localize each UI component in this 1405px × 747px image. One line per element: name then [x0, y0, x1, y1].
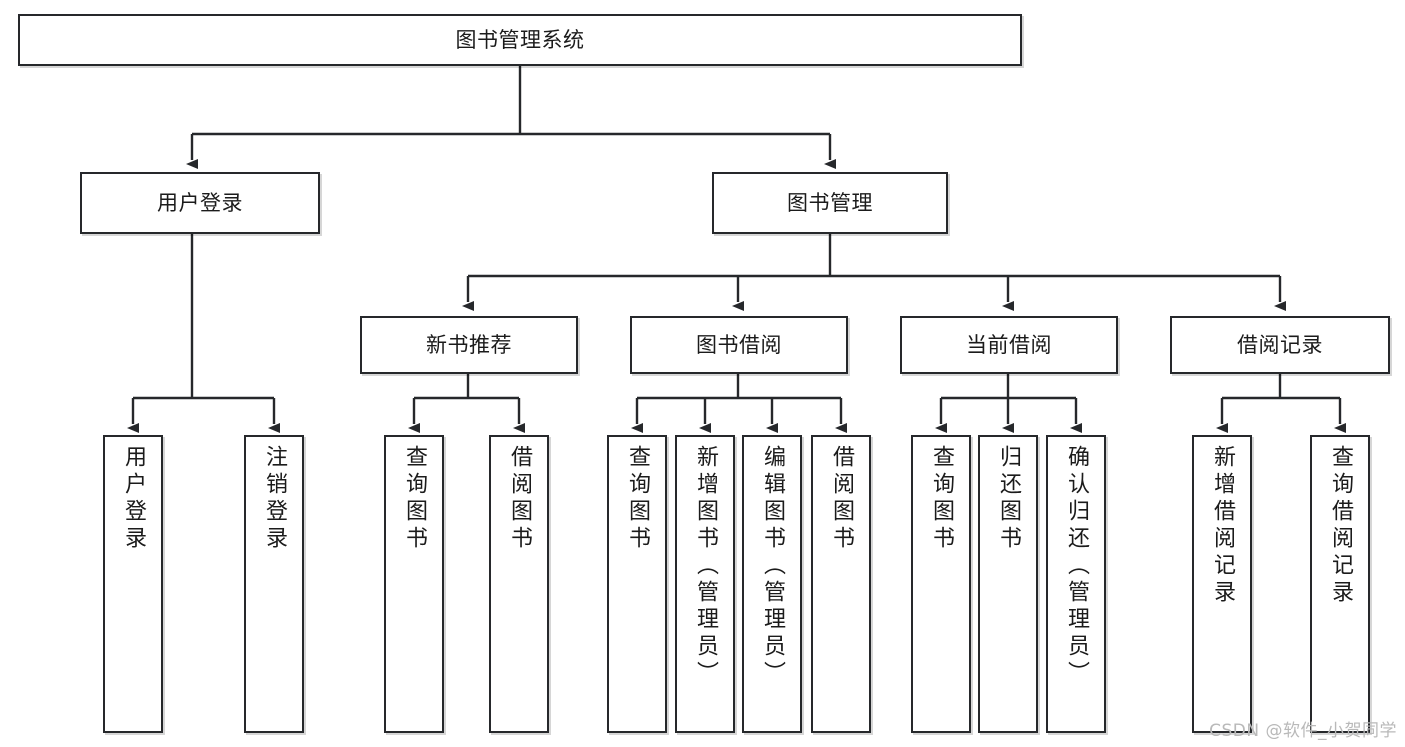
leaf-borrowrecords-add-record[interactable]: 新增借阅记录	[1192, 435, 1252, 733]
leaf-user-login-login[interactable]: 用户登录	[103, 435, 163, 733]
node-label: 图书借阅	[696, 332, 782, 357]
node-book-management[interactable]: 图书管理	[712, 172, 948, 234]
leaf-newbook-borrow-book[interactable]: 借阅图书	[489, 435, 549, 733]
leaf-bookborrow-query-book[interactable]: 查询图书	[607, 435, 667, 733]
node-label: 图书管理系统	[455, 27, 585, 52]
node-label: 编辑图书（管理员）	[760, 445, 785, 688]
leaf-bookborrow-add-book-admin[interactable]: 新增图书（管理员）	[675, 435, 735, 733]
leaf-currentborrow-return-book[interactable]: 归还图书	[978, 435, 1038, 733]
node-label: 注销登录	[262, 445, 287, 553]
node-current-borrow[interactable]: 当前借阅	[900, 316, 1118, 374]
node-label: 新增借阅记录	[1210, 445, 1235, 607]
node-label: 用户登录	[121, 445, 146, 553]
node-book-borrow[interactable]: 图书借阅	[630, 316, 848, 374]
node-label: 归还图书	[996, 445, 1021, 553]
node-label: 新书推荐	[426, 332, 512, 357]
leaf-borrowrecords-query-record[interactable]: 查询借阅记录	[1310, 435, 1370, 733]
node-user-login[interactable]: 用户登录	[80, 172, 320, 234]
node-label: 查询图书	[402, 445, 427, 553]
node-label: 查询图书	[625, 445, 650, 553]
node-borrow-records[interactable]: 借阅记录	[1170, 316, 1390, 374]
node-label: 借阅图书	[507, 445, 532, 553]
node-label: 新增图书（管理员）	[693, 445, 718, 688]
node-root-book-management-system[interactable]: 图书管理系统	[18, 14, 1022, 66]
node-label: 查询借阅记录	[1328, 445, 1353, 607]
leaf-bookborrow-borrow-book[interactable]: 借阅图书	[811, 435, 871, 733]
node-label: 查询图书	[929, 445, 954, 553]
leaf-newbook-query-book[interactable]: 查询图书	[384, 435, 444, 733]
node-label: 图书管理	[787, 190, 873, 215]
leaf-currentborrow-query-book[interactable]: 查询图书	[911, 435, 971, 733]
node-label: 当前借阅	[966, 332, 1052, 357]
leaf-user-login-logout[interactable]: 注销登录	[244, 435, 304, 733]
node-label: 借阅记录	[1237, 332, 1323, 357]
leaf-currentborrow-confirm-return-admin[interactable]: 确认归还（管理员）	[1046, 435, 1106, 733]
node-new-book-recommend[interactable]: 新书推荐	[360, 316, 578, 374]
node-label: 确认归还（管理员）	[1064, 445, 1089, 688]
node-label: 用户登录	[157, 190, 243, 215]
node-label: 借阅图书	[829, 445, 854, 553]
leaf-bookborrow-edit-book-admin[interactable]: 编辑图书（管理员）	[742, 435, 802, 733]
